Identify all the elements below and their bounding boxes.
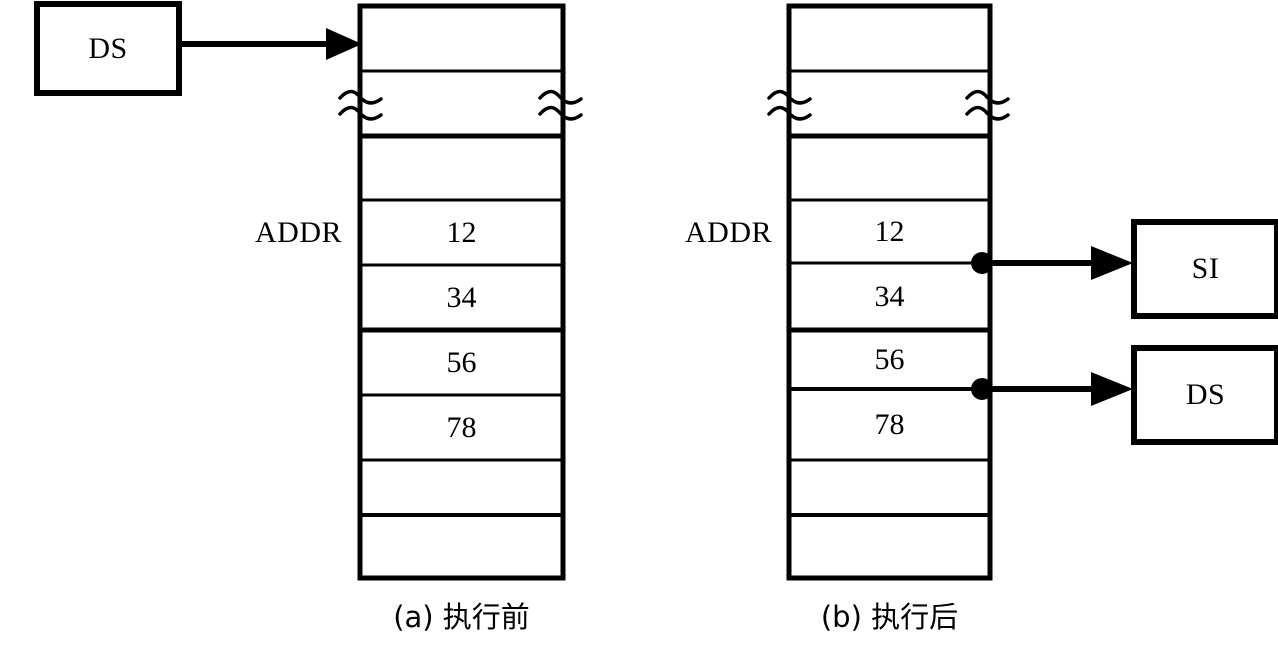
arrow-head-to-ds — [1091, 372, 1133, 406]
memory-cell-value-before-2 — [360, 136, 563, 200]
memory-cell-value-before-7 — [360, 460, 563, 515]
arrow-head-to-si — [1091, 246, 1133, 280]
break-mark-after-right — [965, 89, 1010, 121]
memory-cell-value-after-1 — [789, 71, 990, 136]
memory-cell-value-before-3: 12 — [446, 215, 477, 249]
memory-cell-value-after-7 — [789, 460, 990, 515]
junction-dot-si — [971, 252, 993, 274]
panel-caption-after: (b) 执行后 — [820, 600, 959, 634]
memory-cell-value-after-0 — [789, 6, 990, 71]
address-label-before: ADDR — [254, 216, 342, 249]
memory-cell-value-after-5: 56 — [874, 342, 905, 376]
memory-cell-value-after-8 — [789, 515, 990, 578]
register-box-ds-after — [1131, 345, 1278, 445]
break-mark-before-right — [538, 89, 583, 121]
panel-caption-before: (a) 执行前 — [393, 600, 530, 634]
memory-cell-value-before-8 — [360, 515, 563, 578]
address-label-after: ADDR — [684, 216, 772, 249]
memory-column-before — [357, 3, 566, 581]
break-mark-after-left — [767, 89, 812, 121]
memory-cell-value-before-0 — [360, 6, 563, 71]
register-box-ds-before — [34, 1, 182, 96]
memory-cell-value-before-5: 56 — [446, 345, 477, 379]
junction-dot-ds — [971, 378, 993, 400]
memory-column-after — [786, 3, 993, 581]
memory-cell-value-after-2 — [789, 136, 990, 200]
memory-cell-value-before-4: 34 — [446, 280, 477, 314]
memory-cell-value-after-3: 12 — [874, 214, 905, 248]
memory-cell-value-after-6: 78 — [874, 407, 905, 441]
register-box-si — [1131, 219, 1278, 319]
memory-cell-value-before-6: 78 — [446, 410, 477, 444]
memory-cell-value-after-4: 34 — [874, 279, 905, 313]
memory-cell-value-before-1 — [360, 71, 563, 136]
arrow-ds-to-memory-head — [326, 28, 362, 60]
break-mark-before-left — [338, 89, 383, 121]
